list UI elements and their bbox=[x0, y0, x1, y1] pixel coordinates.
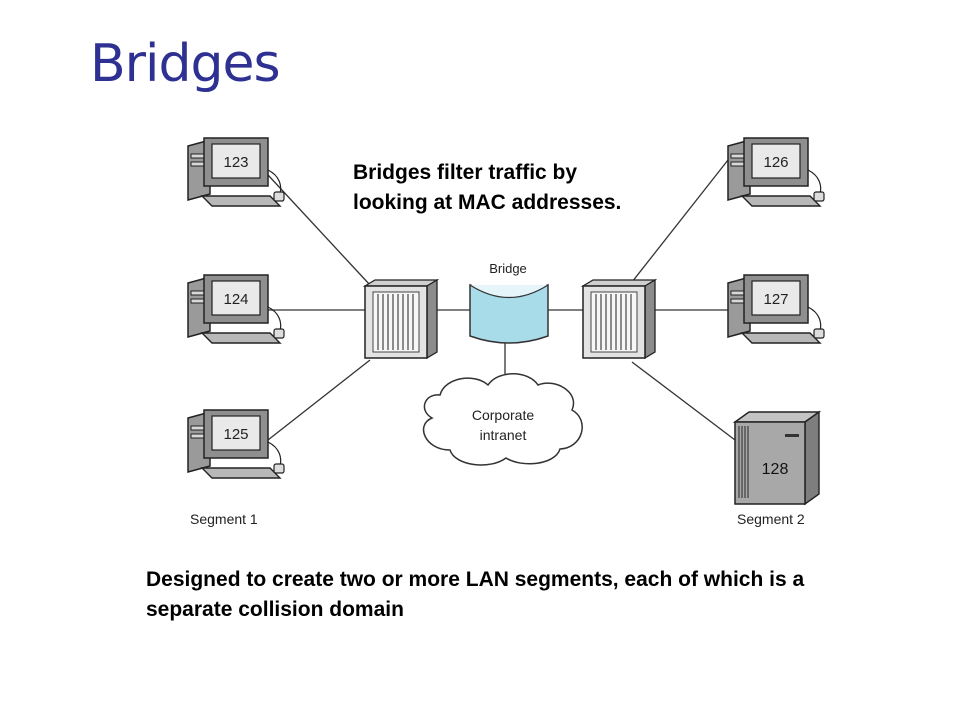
workstation-label: 124 bbox=[223, 291, 248, 308]
intranet-cloud: Corporate intranet bbox=[422, 373, 583, 466]
workstation-127: 127 bbox=[727, 274, 825, 344]
link-hub2-128 bbox=[631, 361, 736, 441]
server-label: 128 bbox=[762, 461, 789, 478]
network-links bbox=[267, 159, 736, 441]
slide-title: Bridges bbox=[90, 34, 281, 94]
workstation-label: 126 bbox=[763, 154, 788, 171]
workstation-label: 123 bbox=[223, 154, 248, 171]
segment-1-label: Segment 1 bbox=[190, 511, 258, 527]
workstation-125: 125 bbox=[187, 409, 285, 479]
hub-segment-1 bbox=[364, 279, 438, 359]
workstation-label: 125 bbox=[223, 426, 248, 443]
server-128: 128 bbox=[732, 410, 822, 506]
bridge-device: Bridge bbox=[469, 261, 549, 344]
workstation-126: 126 bbox=[727, 137, 825, 207]
hub-segment-2 bbox=[582, 279, 656, 359]
intranet-label-line1: Corporate bbox=[472, 407, 534, 423]
workstation-label: 127 bbox=[763, 291, 788, 308]
slide-caption: Designed to create two or more LAN segme… bbox=[146, 568, 805, 621]
intranet-label-line2: intranet bbox=[480, 427, 527, 443]
link-hub2-126 bbox=[631, 159, 729, 283]
workstation-124: 124 bbox=[187, 274, 285, 344]
callout-text: Bridges filter traffic by looking at MAC… bbox=[353, 161, 622, 214]
bridge-label: Bridge bbox=[489, 261, 527, 276]
segment-2-label: Segment 2 bbox=[737, 511, 805, 527]
link-123-hub1 bbox=[267, 174, 371, 286]
link-125-hub1 bbox=[267, 359, 371, 441]
workstation-123: 123 bbox=[187, 137, 285, 207]
